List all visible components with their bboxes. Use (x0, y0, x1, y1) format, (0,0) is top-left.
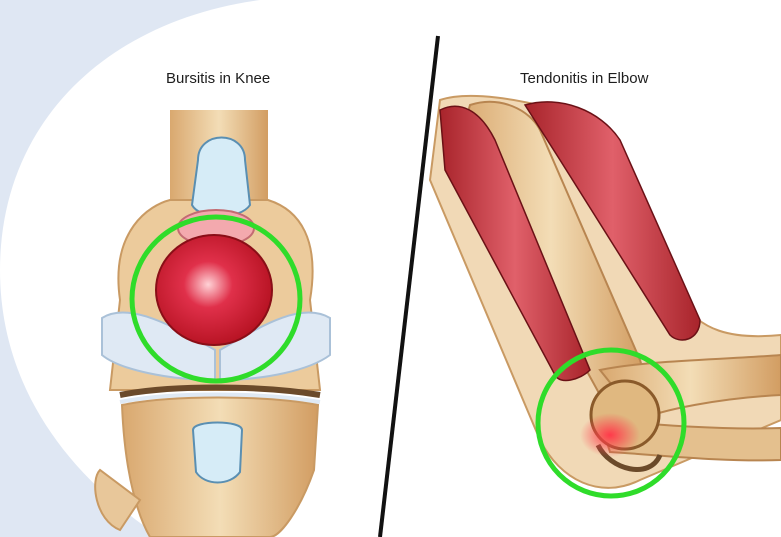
knee-title: Bursitis in Knee (166, 70, 270, 87)
patellar-tendon (193, 423, 242, 483)
elbow-title: Tendonitis in Elbow (520, 70, 648, 87)
bursa-inflamed (156, 235, 272, 345)
tendon-inflammation (580, 413, 640, 457)
quadriceps-tendon (192, 138, 250, 217)
